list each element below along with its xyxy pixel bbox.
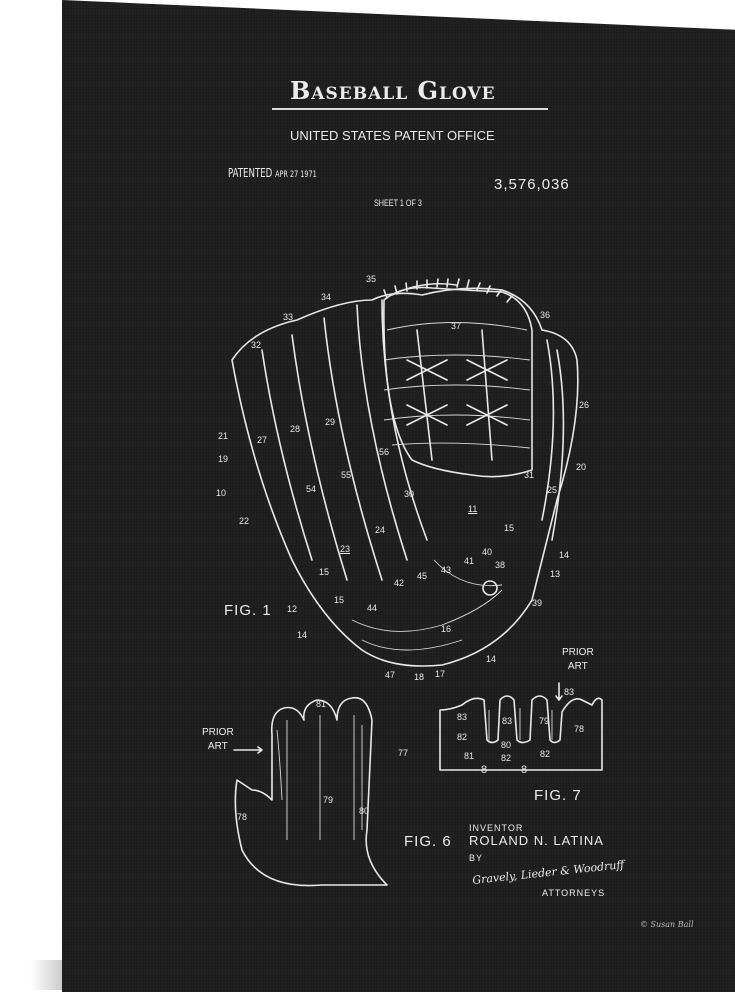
ref-label: 78: [237, 812, 248, 822]
ref-label: 37: [451, 321, 462, 331]
inventor-name: ROLAND N. LATINA: [469, 833, 604, 848]
fig6-prior-art: PRIOR ART: [202, 726, 234, 754]
ref-label: 15: [319, 567, 330, 577]
patent-print-canvas: Baseball Glove UNITED STATES PATENT OFFI…: [62, 0, 735, 992]
ref-label: 35: [366, 274, 377, 284]
ref-label: 34: [321, 292, 332, 302]
artist-signature: © Susan Ball: [640, 920, 694, 929]
ref-label: 79: [539, 716, 550, 726]
prior-label: PRIOR: [562, 647, 594, 658]
patented-date: PATENTED APR 27 1971: [228, 166, 317, 180]
ref-label: 33: [283, 312, 294, 322]
fig7-finger-illustration: [439, 695, 603, 771]
ref-label: 12: [287, 604, 298, 614]
inventor-label: INVENTOR: [469, 823, 524, 833]
fig1-glove-illustration: [231, 278, 579, 667]
patented-date-value: APR 27 1971: [275, 170, 317, 180]
ref-label: 18: [414, 672, 425, 682]
ref-label: 15: [504, 523, 515, 533]
ref-label: 14: [486, 654, 497, 664]
patented-label: PATENTED: [228, 166, 273, 180]
sheet-number: SHEET 1 OF 3: [374, 198, 422, 208]
ref-label: 10: [216, 488, 227, 498]
ref-label: 82: [501, 753, 512, 763]
ref-label: 43: [441, 565, 452, 575]
glove-drawing: [231, 278, 603, 887]
ref-label: 8: [481, 764, 488, 776]
ref-label: 15: [334, 595, 345, 605]
ref-label: 82: [540, 749, 551, 759]
fig7-arrow: [555, 682, 563, 701]
patent-number: 3,576,036: [494, 176, 570, 193]
ref-label: 82: [457, 732, 468, 742]
ref-label: 79: [323, 795, 334, 805]
ref-label: 30: [404, 489, 415, 499]
ref-label: 38: [495, 560, 506, 570]
ref-label: 26: [579, 400, 590, 410]
ref-label: 19: [218, 454, 229, 464]
ref-label: 17: [435, 669, 446, 679]
ref-label: 77: [398, 748, 409, 758]
ref-label: 81: [464, 751, 475, 761]
ref-label: 32: [251, 340, 262, 350]
ref-label: 83: [502, 716, 513, 726]
ref-label: 16: [441, 624, 452, 634]
ref-label: 83: [457, 712, 468, 722]
ref-label: 20: [576, 462, 587, 472]
fig7-label: FIG. 7: [534, 787, 582, 804]
art-label: ART: [567, 661, 588, 672]
art-label: ART: [207, 741, 228, 752]
ref-label: 8: [521, 764, 528, 776]
ref-label: 56: [379, 447, 390, 457]
patent-office: UNITED STATES PATENT OFFICE: [290, 128, 495, 143]
ref-label: 14: [297, 630, 308, 640]
ref-label: 54: [306, 484, 317, 494]
ref-label: 81: [316, 699, 327, 709]
fig1-label: FIG. 1: [224, 602, 272, 619]
ref-label: 40: [482, 547, 493, 557]
ref-label: 11: [468, 504, 478, 514]
ref-label: 55: [341, 470, 352, 480]
ref-label: 44: [367, 603, 378, 613]
ref-label: 78: [574, 724, 585, 734]
fig6-label: FIG. 6: [404, 833, 452, 850]
ref-label: 14: [559, 550, 570, 560]
ref-label: 24: [375, 525, 386, 535]
ref-label: 80: [501, 740, 512, 750]
ref-label: 31: [524, 470, 535, 480]
prior-label: PRIOR: [202, 727, 234, 738]
ref-label: 13: [550, 569, 561, 579]
ref-label: 28: [290, 424, 301, 434]
ref-label: 25: [547, 485, 558, 495]
title-rule: [272, 108, 548, 110]
ref-label: 23: [340, 544, 351, 554]
ref-label: 80: [359, 806, 370, 816]
ref-label: 27: [257, 435, 268, 445]
fig6-arrow: [233, 746, 263, 754]
ref-label: 21: [218, 431, 229, 441]
print-title: Baseball Glove: [290, 76, 496, 105]
ref-label: 42: [394, 578, 405, 588]
ref-label: 47: [385, 670, 396, 680]
ref-label: 22: [239, 516, 250, 526]
ref-label: 36: [540, 310, 551, 320]
ref-label: 45: [417, 571, 428, 581]
ref-label: 29: [325, 417, 336, 427]
ref-label: 83: [564, 687, 575, 697]
fig7-prior-art: PRIOR ART: [562, 646, 594, 674]
by-label: BY: [469, 853, 484, 863]
ref-label: 41: [464, 556, 475, 566]
attorneys-label: ATTORNEYS: [542, 888, 606, 898]
fig6-glove-illustration: [234, 696, 388, 887]
ref-label: 39: [532, 598, 543, 608]
